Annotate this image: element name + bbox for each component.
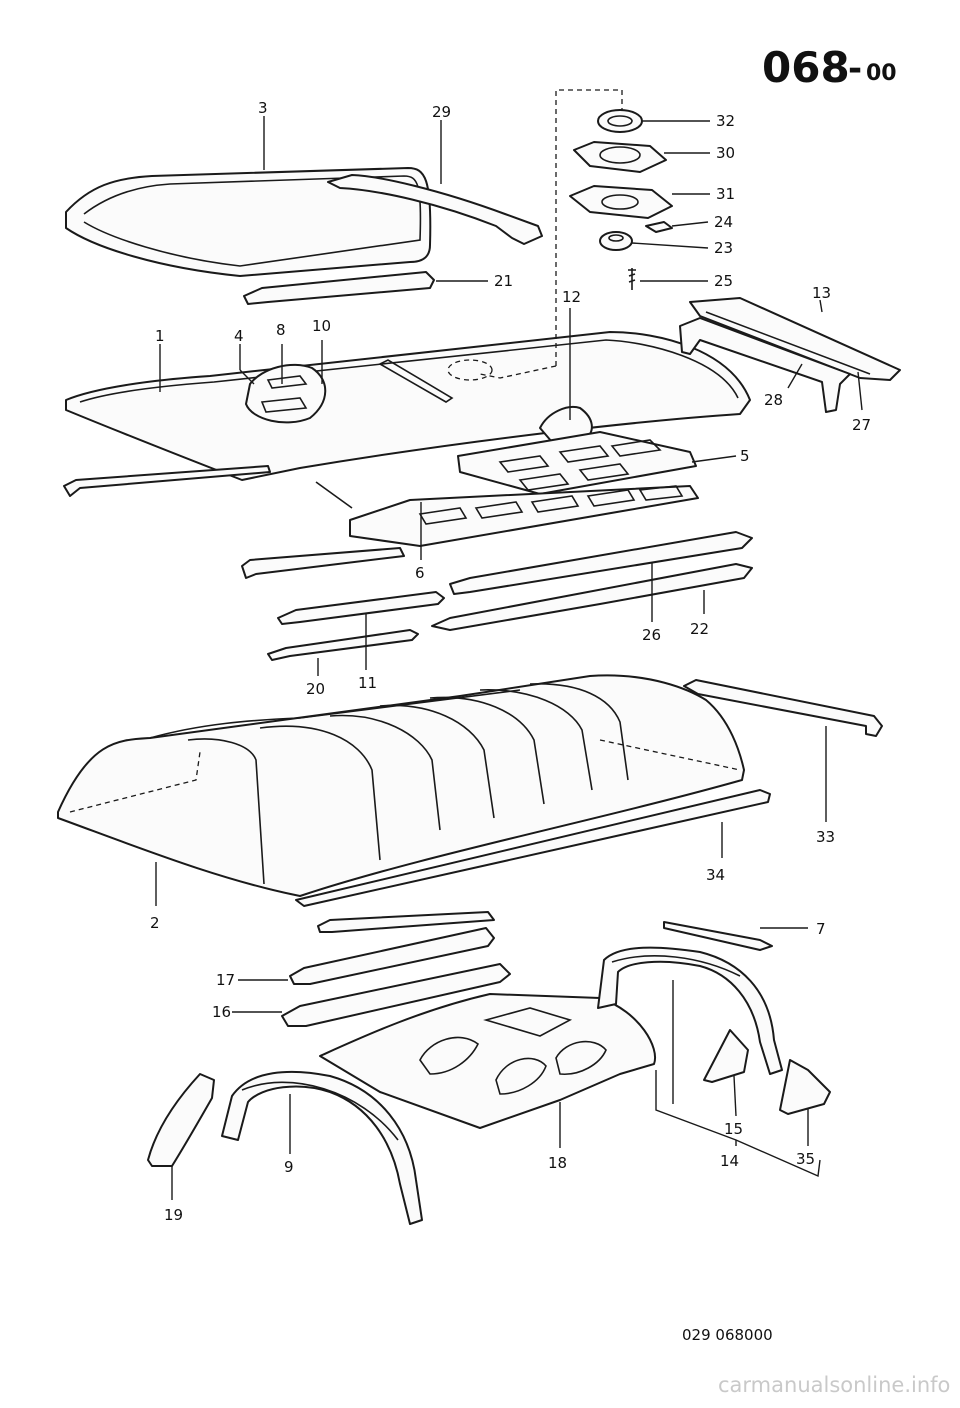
part-roof-rail [327, 174, 543, 245]
callout-16: 16 [212, 1003, 231, 1021]
part-strip-34 [295, 789, 771, 907]
callout-10: 10 [312, 317, 331, 335]
callout-30: 30 [716, 144, 735, 162]
part-clip-24 [645, 221, 673, 233]
part-roof-shell-2 [57, 674, 745, 897]
callout-13: 13 [812, 284, 831, 302]
part-gusset-35 [779, 1059, 831, 1115]
part-long-strip [241, 547, 405, 579]
group-suffix: 00 [866, 61, 897, 86]
part-strip-16 [281, 963, 511, 1027]
part-rear-arch-14 [597, 946, 783, 1075]
group-number: 068 [762, 43, 850, 92]
group-dash: - [848, 49, 862, 89]
callout-numbers: 3 29 32 30 31 24 23 25 21 12 13 28 27 1 … [150, 99, 871, 1224]
part-pillar-19 [147, 1073, 215, 1167]
callout-23: 23 [714, 239, 733, 257]
part-side-strip-left [63, 465, 271, 497]
callout-6: 6 [415, 564, 425, 582]
part-vent-cover-32 [597, 109, 643, 133]
callout-28: 28 [764, 391, 783, 409]
part-vent-frame-30 [573, 141, 667, 173]
part-roof-section-1 [65, 331, 751, 481]
callout-32: 32 [716, 112, 735, 130]
callout-17: 17 [216, 971, 235, 989]
callout-34: 34 [706, 866, 725, 884]
callout-27: 27 [852, 416, 871, 434]
callout-25: 25 [714, 272, 733, 290]
part-grommet-23 [599, 231, 633, 251]
part-strip-17 [289, 927, 495, 985]
callout-18: 18 [548, 1154, 567, 1172]
part-front-arch-9 [221, 1070, 423, 1225]
part-gusset-15 [703, 1029, 749, 1083]
callout-24: 24 [714, 213, 733, 231]
part-strip-33 [683, 679, 883, 737]
callout-4: 4 [234, 327, 244, 345]
drawing-code: 029 068000 [682, 1326, 773, 1344]
part-rear-crossmember [679, 297, 901, 413]
callout-7: 7 [816, 920, 826, 938]
callout-22: 22 [690, 620, 709, 638]
part-strip-upper [317, 911, 495, 933]
page-header: 068 - 00 [762, 43, 897, 92]
callout-29: 29 [432, 103, 451, 121]
callout-12: 12 [562, 288, 581, 306]
callout-2: 2 [150, 914, 160, 932]
callout-9: 9 [284, 1158, 294, 1176]
callout-21: 21 [494, 272, 513, 290]
part-vent-plate-31 [569, 185, 673, 219]
callout-20: 20 [306, 680, 325, 698]
callout-14: 14 [720, 1152, 739, 1170]
part-roof-frame-5 [457, 431, 697, 495]
part-strip-11 [277, 591, 445, 625]
part-strip-20 [267, 629, 419, 661]
callout-15: 15 [724, 1120, 743, 1138]
callout-33: 33 [816, 828, 835, 846]
callout-3: 3 [258, 99, 268, 117]
part-seal-strip-21 [243, 271, 435, 305]
callout-5: 5 [740, 447, 750, 465]
part-roof-frame-6 [315, 481, 699, 547]
callout-35: 35 [796, 1150, 815, 1168]
watermark-text: carmanualsonline.info [718, 1373, 950, 1397]
part-strip-22 [431, 563, 753, 631]
callout-11: 11 [358, 674, 377, 692]
callout-8: 8 [276, 321, 286, 339]
part-strip-7 [663, 921, 773, 951]
part-screw-25 [628, 268, 636, 290]
part-strip-26 [449, 531, 753, 595]
callout-19: 19 [164, 1206, 183, 1224]
callout-31: 31 [716, 185, 735, 203]
leader-lines [155, 89, 863, 1200]
callout-26: 26 [642, 626, 661, 644]
callout-1: 1 [155, 327, 165, 345]
